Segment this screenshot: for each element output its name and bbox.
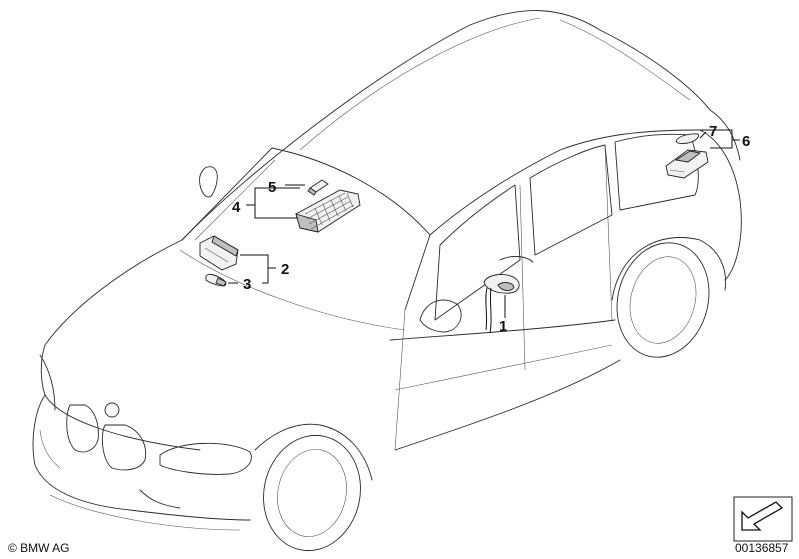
part-door-handle-light [483, 274, 520, 334]
panel-grid [304, 192, 355, 230]
front-wheel [263, 434, 361, 552]
callout-4: 4 [232, 199, 241, 216]
grille-right [101, 424, 147, 471]
callout-6: 6 [742, 133, 750, 150]
headlight [159, 442, 252, 475]
part-bulb-3 [205, 273, 227, 287]
callout-5: 5 [268, 179, 276, 196]
callout-3: 3 [243, 276, 251, 293]
image-number: 00136857 [735, 541, 789, 555]
part-bulb-5 [307, 179, 329, 196]
callout-7: 7 [709, 123, 717, 140]
part-map-light-panel [295, 189, 361, 233]
copyright-text: © BMW AG [8, 541, 70, 555]
front-window [434, 184, 521, 321]
grille-left [66, 404, 99, 453]
part-interior-lamp [199, 235, 239, 271]
rear-wheel [616, 242, 710, 358]
logo-badge [104, 402, 120, 418]
part-luggage-lamp [665, 149, 709, 179]
part-bulb-7 [675, 133, 699, 145]
arrow-stamp-icon [733, 496, 793, 542]
middle-window [529, 144, 613, 256]
callout-2: 2 [281, 261, 289, 278]
callout-1: 1 [499, 318, 507, 335]
side-mirror [419, 299, 462, 333]
leader-lines [228, 129, 740, 318]
far-mirror [199, 166, 218, 198]
car-outline [32, 10, 742, 552]
